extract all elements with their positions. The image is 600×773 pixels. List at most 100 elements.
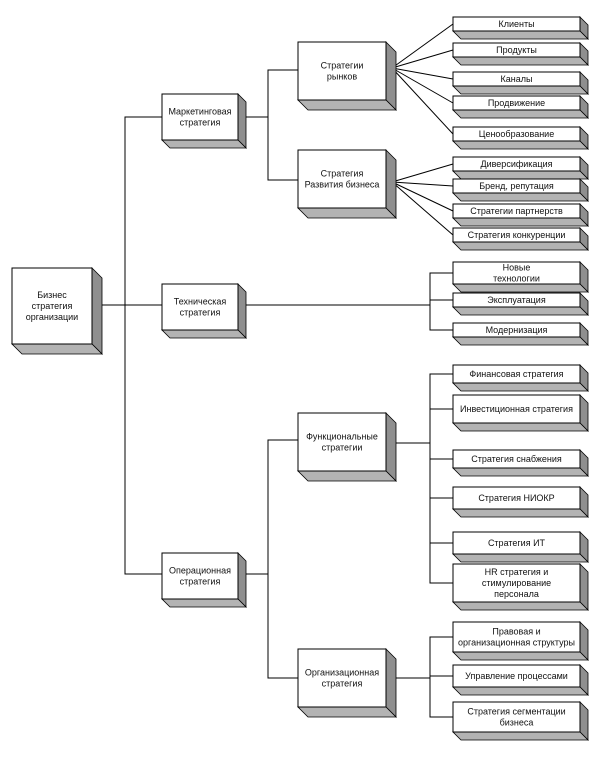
box-label-line: технологии (493, 274, 540, 284)
box-bottom-face (452, 553, 589, 563)
box-label-line: Стратегия конкуренции (468, 230, 566, 240)
box-front-face (452, 322, 581, 338)
box-bottom-face (452, 731, 589, 741)
box-label-line: Правовая и (492, 627, 540, 637)
leaf-functional-2: Стратегия снабжения (452, 449, 589, 477)
box-bottom-face (161, 598, 247, 608)
level1-trunk (124, 116, 162, 575)
box-label-line: стимулирование (482, 578, 551, 588)
fan-line (391, 67, 454, 135)
box-front-face (161, 552, 239, 600)
box-side-face (91, 267, 103, 355)
box-label-line: организационная структуры (458, 638, 575, 648)
leaf-business_dev-0: Диверсификация (452, 156, 589, 180)
box-label-line: Стратегия (321, 169, 364, 179)
box-front-face (452, 178, 581, 194)
box-front-face (297, 149, 387, 209)
box-bottom-face (297, 99, 397, 111)
box-label-line: Продвижение (488, 98, 545, 108)
box-front-face (452, 95, 581, 111)
box-label-line: Инвестиционная стратегия (460, 404, 573, 414)
leaf-functional-4: Стратегия ИТ (452, 531, 589, 563)
box-side-face (385, 648, 397, 718)
box-front-face (452, 16, 581, 32)
box-bottom-face (297, 706, 397, 718)
box-bottom-face (452, 382, 589, 392)
functional-branch (429, 373, 453, 584)
fan-line (391, 163, 454, 183)
box-label-line: Новые (503, 263, 531, 273)
box-bottom-face (452, 336, 589, 346)
box-label-line: Стратегия НИОКР (478, 493, 554, 503)
box-bottom-face (297, 470, 397, 482)
box-side-face (237, 552, 247, 608)
box-front-face (452, 261, 581, 285)
box-front-face (452, 394, 581, 424)
box-bottom-face (452, 109, 589, 119)
box-label-line: Операционная (169, 566, 231, 576)
box-front-face (452, 71, 581, 87)
box-bottom-face (11, 343, 103, 355)
box-bottom-face (452, 651, 589, 661)
box-label-line: Эксплуатация (487, 295, 546, 305)
box-bottom-face (452, 686, 589, 696)
technical-branch (429, 272, 453, 331)
marketing-branch (267, 69, 298, 181)
box-label-line: Диверсификация (481, 159, 553, 169)
box-label-line: Стратегия ИТ (488, 538, 546, 548)
leaf-functional-0: Финансовая стратегия (452, 364, 589, 392)
box-label-line: бизнеса (500, 718, 534, 728)
box-side-face (385, 149, 397, 219)
leaf-organizational-1: Управление процессами (452, 664, 589, 696)
box-bottom-face (452, 508, 589, 518)
box-front-face (161, 93, 239, 141)
box-label-line: стратегия (180, 308, 221, 318)
leaf-markets-1: Продукты (452, 42, 589, 66)
box-front-face (452, 126, 581, 142)
box-label-line: Ценообразование (479, 129, 554, 139)
box-bottom-face (452, 85, 589, 95)
box-label-line: Стратегия снабжения (471, 454, 562, 464)
box-front-face (452, 486, 581, 510)
box-label-line: персонала (494, 589, 539, 599)
leaf-business_dev-2: Стратегии партнерств (452, 203, 589, 227)
box-bottom-face (161, 139, 247, 149)
box-side-face (385, 41, 397, 111)
box-front-face (297, 41, 387, 101)
leaf-markets-4: Ценообразование (452, 126, 589, 150)
fan-line (391, 67, 454, 104)
fan-line (391, 181, 454, 236)
box-side-face (237, 93, 247, 149)
box-bottom-face (452, 241, 589, 251)
leaf-technical-1: Эксплуатация (452, 292, 589, 316)
fan-line (391, 49, 454, 69)
box-bottom-face (452, 283, 589, 293)
box-bottom-face (452, 192, 589, 202)
box-front-face (452, 156, 581, 172)
leaf-technical-2: Модернизация (452, 322, 589, 346)
box-label-line: Стратегии партнерств (470, 206, 563, 216)
box-front-face (11, 267, 93, 345)
box-label-line: стратегия (322, 679, 363, 689)
box-front-face (297, 648, 387, 708)
box-front-face (452, 449, 581, 469)
box-front-face (452, 531, 581, 555)
box-bottom-face (452, 170, 589, 180)
leaf-markets-2: Каналы (452, 71, 589, 95)
box-label-line: стратегия (180, 118, 221, 128)
box-label-line: стратегия (180, 577, 221, 587)
box-front-face (452, 42, 581, 58)
box-front-face (452, 292, 581, 308)
box-front-face (161, 283, 239, 331)
box-label-line: Каналы (501, 74, 533, 84)
box-side-face (237, 283, 247, 339)
box-label-line: стратегия (32, 301, 73, 311)
